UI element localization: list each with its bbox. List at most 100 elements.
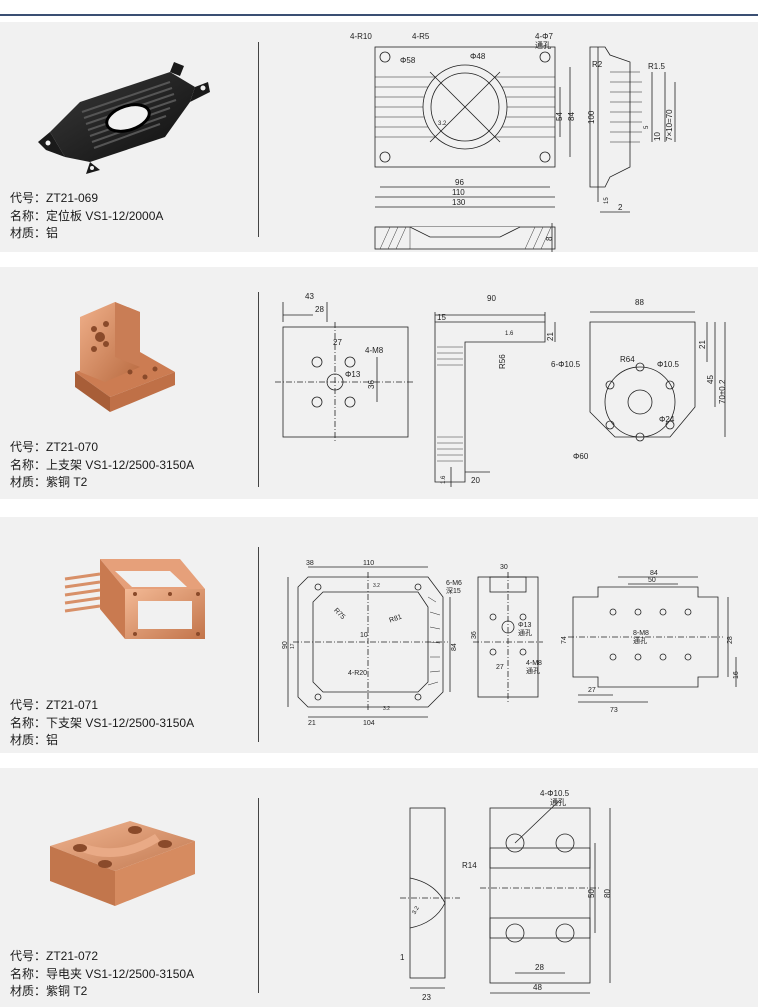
product-name: 名称：定位板 VS1-12/2000A: [10, 208, 164, 223]
dim-label: 84: [567, 112, 576, 121]
dim-label: 43: [305, 292, 314, 301]
dim-label: 8-M8: [633, 630, 649, 637]
product-name: 名称：下支架 VS1-12/2500-3150A: [10, 715, 195, 730]
dim-label: 1.6: [441, 475, 447, 484]
product-card-zt21-070: 代号：ZT21-070 名称：上支架 VS1-12/2500-3150A 材质：…: [0, 267, 758, 499]
dim-label: 84: [451, 643, 458, 651]
column-divider: [258, 292, 259, 487]
dim-label: R56: [498, 354, 507, 369]
dim-label: 100: [587, 110, 596, 124]
dim-label: 4-R20: [348, 670, 367, 677]
technical-drawing: 4-R10 4-R5 4-Φ7 通孔 Φ58 Φ48 3.2 54 84 96 …: [330, 27, 700, 257]
dim-label: 84: [650, 570, 658, 577]
dim-label: 45: [706, 375, 715, 384]
technical-drawing: 38 110 3.2 R75 R81 10 90 17 84 4-R20 21 …: [278, 557, 743, 732]
product-photo: [20, 529, 230, 679]
dim-label: 28: [727, 636, 734, 644]
dim-label: R64: [620, 355, 635, 364]
dim-label: 70±0.2: [718, 379, 727, 404]
dim-label: 27: [588, 687, 596, 694]
dim-label: 50: [587, 889, 596, 898]
dim-label: 23: [422, 993, 431, 1002]
product-card-zt21-072: 代号：ZT21-072 名称：导电夹 VS1-12/2500-3150A 材质：…: [0, 768, 758, 1007]
product-code: 代号：ZT21-072: [10, 949, 99, 963]
dim-label: 104: [363, 720, 375, 727]
product-material: 材质：紫铜 T2: [10, 984, 88, 998]
dim-label: R81: [388, 614, 403, 625]
product-name: 名称：上支架 VS1-12/2500-3150A: [10, 457, 195, 472]
product-code: 代号：ZT21-070: [10, 440, 99, 454]
product-photo: [20, 42, 230, 192]
dim-label: Φ58: [400, 56, 416, 65]
dim-label: 4-M8: [526, 660, 542, 667]
dim-label: 21: [546, 332, 555, 341]
dim-label: R2: [592, 60, 603, 69]
dim-label: 74: [561, 636, 568, 644]
dim-label: 1: [400, 953, 405, 962]
dim-label: 130: [452, 198, 466, 207]
copper-conductive-clamp-icon: [50, 821, 195, 906]
dim-label: 110: [363, 560, 374, 567]
dim-label: 27: [333, 338, 342, 347]
dim-label: 深15: [446, 586, 461, 595]
dim-label: 3.2: [412, 905, 422, 916]
product-photo: [20, 277, 230, 427]
dim-label: 36: [471, 631, 478, 639]
dim-label: 7×10=70: [665, 109, 674, 141]
product-name: 名称：导电夹 VS1-12/2500-3150A: [10, 966, 195, 981]
product-code: 代号：ZT21-069: [10, 191, 99, 205]
dim-label: 8: [545, 236, 554, 241]
dim-label: Φ48: [470, 52, 486, 61]
dim-label: 30: [500, 564, 508, 571]
column-divider: [258, 42, 259, 237]
copper-lower-bracket-icon: [64, 559, 205, 639]
product-info: 代号：ZT21-069 名称：定位板 VS1-12/2000A 材质：铝: [10, 190, 163, 243]
dim-label: 2: [618, 203, 623, 212]
dim-label: 3.2: [438, 121, 447, 127]
dim-label: 38: [306, 560, 314, 567]
dim-label: 3.2: [373, 583, 380, 589]
dim-label: Φ24: [659, 415, 675, 424]
copper-upper-bracket-icon: [75, 302, 175, 412]
dim-label: 36: [367, 380, 376, 389]
dim-label: 27: [496, 664, 504, 671]
dim-label: 15: [604, 197, 610, 204]
dim-label: 88: [635, 298, 644, 307]
dim-label: 6-M6: [446, 580, 462, 587]
dim-label: 21: [308, 720, 316, 727]
dim-label: R1.5: [648, 62, 665, 71]
dim-label: 通孔: [535, 40, 551, 50]
product-card-zt21-069: 代号：ZT21-069 名称：定位板 VS1-12/2000A 材质：铝: [0, 22, 758, 253]
column-divider: [258, 547, 259, 742]
dim-label: Φ10.5: [657, 360, 680, 369]
black-aluminum-locating-plate-icon: [38, 62, 210, 174]
dim-label: 28: [315, 305, 324, 314]
dim-label: 20: [471, 476, 480, 485]
dim-label: Φ13: [345, 370, 361, 379]
dim-label: 通孔: [518, 628, 532, 637]
technical-drawing: 43 28 27 4-M8 Φ13 36 90 15 1.6 21 R56 20…: [275, 287, 745, 497]
dim-label: 17: [290, 643, 296, 649]
dim-label: 4-R10: [350, 32, 372, 41]
dim-label: Φ60: [573, 452, 589, 461]
product-photo: [20, 786, 230, 936]
dim-label: 90: [282, 641, 289, 649]
product-material: 材质：铝: [10, 226, 59, 240]
dim-label: 110: [452, 188, 465, 197]
dim-label: 10: [653, 132, 662, 141]
dim-label: 90: [487, 294, 496, 303]
dim-label: 4-Φ7: [535, 32, 553, 41]
dim-label: 15: [437, 313, 446, 322]
technical-drawing: 4-Φ10.5 通孔 R14 3.2 1 23 50 80 28 48: [390, 788, 630, 1008]
dim-label: 96: [455, 178, 464, 187]
dim-label: R14: [462, 861, 477, 870]
dim-label: 4-R5: [412, 32, 430, 41]
dim-label: 73: [610, 707, 618, 714]
dim-label: 通孔: [633, 636, 647, 645]
dim-label: 通孔: [526, 666, 540, 675]
header-rule: [0, 14, 758, 16]
product-info: 代号：ZT21-071 名称：下支架 VS1-12/2500-3150A 材质：…: [10, 697, 194, 750]
dim-label: 5: [644, 125, 650, 129]
product-code: 代号：ZT21-071: [10, 698, 99, 712]
dim-label: 通孔: [550, 797, 566, 807]
